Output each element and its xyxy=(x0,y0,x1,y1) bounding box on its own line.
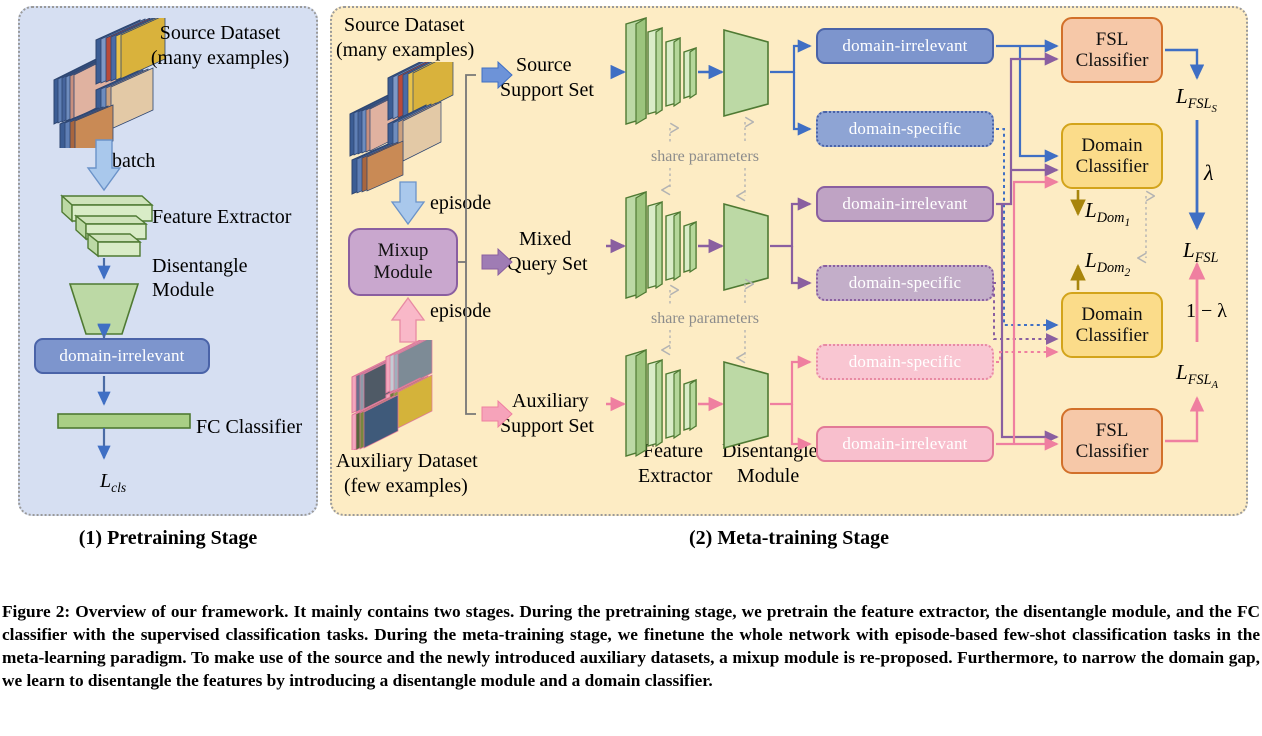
loss-dom-1: LDom1 xyxy=(1085,198,1131,230)
pretrain-batch-label: batch xyxy=(112,150,156,172)
feature-label-aux-irrelevant: domain-irrelevant xyxy=(842,434,968,453)
meta-feature-extractor-label-line2: Extractor xyxy=(638,465,713,487)
branch-label-source-support-line1: Source xyxy=(516,54,572,76)
meta-aux-dataset-label-line2: (few examples) xyxy=(344,475,468,497)
branch-label-mixed-query-line2: Query Set xyxy=(507,253,588,275)
branch-label-source-support-line2: Support Set xyxy=(500,79,594,101)
pretraining-stage-title: (1) Pretraining Stage xyxy=(78,527,258,549)
feature-box-source-specific: domain-specific xyxy=(816,111,994,147)
meta-training-stage-title: (2) Meta-training Stage xyxy=(689,527,889,549)
mixup-label-line2: Module xyxy=(373,262,433,283)
feature-label-aux-specific: domain-specific xyxy=(848,352,962,371)
pretrain-dataset-label-line2: (many examples) xyxy=(150,47,290,69)
domain-classifier-bottom-box: Domain Classifier xyxy=(1061,292,1163,358)
domain-classifier-top-box: Domain Classifier xyxy=(1061,123,1163,189)
pretrain-disentangle-label-line1: Disentangle xyxy=(152,255,248,277)
domain-classifier-top-label-line1: Domain xyxy=(1081,134,1143,156)
domain-classifier-bottom-label-line1: Domain xyxy=(1081,303,1143,325)
meta-feature-extractor-label-line1: Feature xyxy=(643,440,703,462)
branch-label-auxiliary-support-line1: Auxiliary xyxy=(512,390,589,412)
fsl-classifier-top-box: FSL Classifier xyxy=(1061,17,1163,83)
auxiliary-dataset-image-stack xyxy=(348,336,468,452)
domain-classifier-bottom-label-line2: Classifier xyxy=(1075,325,1149,346)
fsl-classifier-top-label-line1: FSL xyxy=(1095,28,1129,50)
pretrain-domain-irrelevant-box: domain-irrelevant xyxy=(34,338,210,374)
pretrain-fc-classifier-label: FC Classifier xyxy=(196,416,303,438)
meta-source-dataset-label-line1: Source Dataset xyxy=(344,14,465,36)
pretrain-domain-irrelevant-label: domain-irrelevant xyxy=(59,346,185,365)
meta-source-dataset-image-stack xyxy=(344,52,474,197)
share-parameters-label-top: share parameters xyxy=(651,148,759,165)
feature-box-mixed-irrelevant: domain-irrelevant xyxy=(816,186,994,222)
loss-fsl-aux: LFSLA xyxy=(1176,360,1219,392)
feature-label-mixed-irrelevant: domain-irrelevant xyxy=(842,194,968,213)
pretrain-dataset-label-line1: Source Dataset xyxy=(159,22,281,44)
feature-label-source-specific: domain-specific xyxy=(848,119,962,138)
loss-fsl-total: LFSL xyxy=(1183,238,1219,267)
share-parameters-label-bottom: share parameters xyxy=(651,310,759,327)
pretrain-loss-cls: Lcls xyxy=(100,470,127,495)
meta-episode-bottom-label: episode xyxy=(430,300,492,322)
feature-box-source-irrelevant: domain-irrelevant xyxy=(816,28,994,64)
figure-caption: Figure 2: Overview of our framework. It … xyxy=(2,602,1260,691)
pretrain-disentangle-label-line2: Module xyxy=(152,279,215,301)
mixup-label-line1: Mixup xyxy=(377,240,429,262)
one-minus-lambda-weight: 1 − λ xyxy=(1186,300,1227,322)
lambda-weight: λ xyxy=(1204,160,1214,185)
branch-label-mixed-query-line1: Mixed xyxy=(519,228,572,250)
meta-disentangle-label-line1: Disentangle xyxy=(722,440,818,462)
loss-fsl-source: LFSLS xyxy=(1176,84,1217,116)
fsl-classifier-top-label-line2: Classifier xyxy=(1075,50,1149,71)
branch-label-auxiliary-support-line2: Support Set xyxy=(500,415,594,437)
feature-box-aux-specific: domain-specific xyxy=(816,344,994,380)
mixup-module-box: Mixup Module xyxy=(348,228,458,296)
feature-box-mixed-specific: domain-specific xyxy=(816,265,994,301)
feature-label-source-irrelevant: domain-irrelevant xyxy=(842,36,968,55)
meta-episode-top-label: episode xyxy=(430,192,492,214)
fsl-classifier-bottom-label-line2: Classifier xyxy=(1075,441,1149,462)
meta-disentangle-label-line2: Module xyxy=(737,465,800,487)
source-dataset-image-stack xyxy=(38,14,188,161)
feature-box-aux-irrelevant: domain-irrelevant xyxy=(816,426,994,462)
meta-source-dataset-label-line2: (many examples) xyxy=(336,39,475,61)
loss-dom-2: LDom2 xyxy=(1085,248,1131,280)
fsl-classifier-bottom-label-line1: FSL xyxy=(1095,419,1129,441)
feature-label-mixed-specific: domain-specific xyxy=(848,273,962,292)
meta-aux-dataset-label-line1: Auxiliary Dataset xyxy=(336,450,478,472)
domain-classifier-top-label-line2: Classifier xyxy=(1075,156,1149,177)
pretrain-feature-extractor-label: Feature Extractor xyxy=(152,206,292,228)
fsl-classifier-bottom-box: FSL Classifier xyxy=(1061,408,1163,474)
